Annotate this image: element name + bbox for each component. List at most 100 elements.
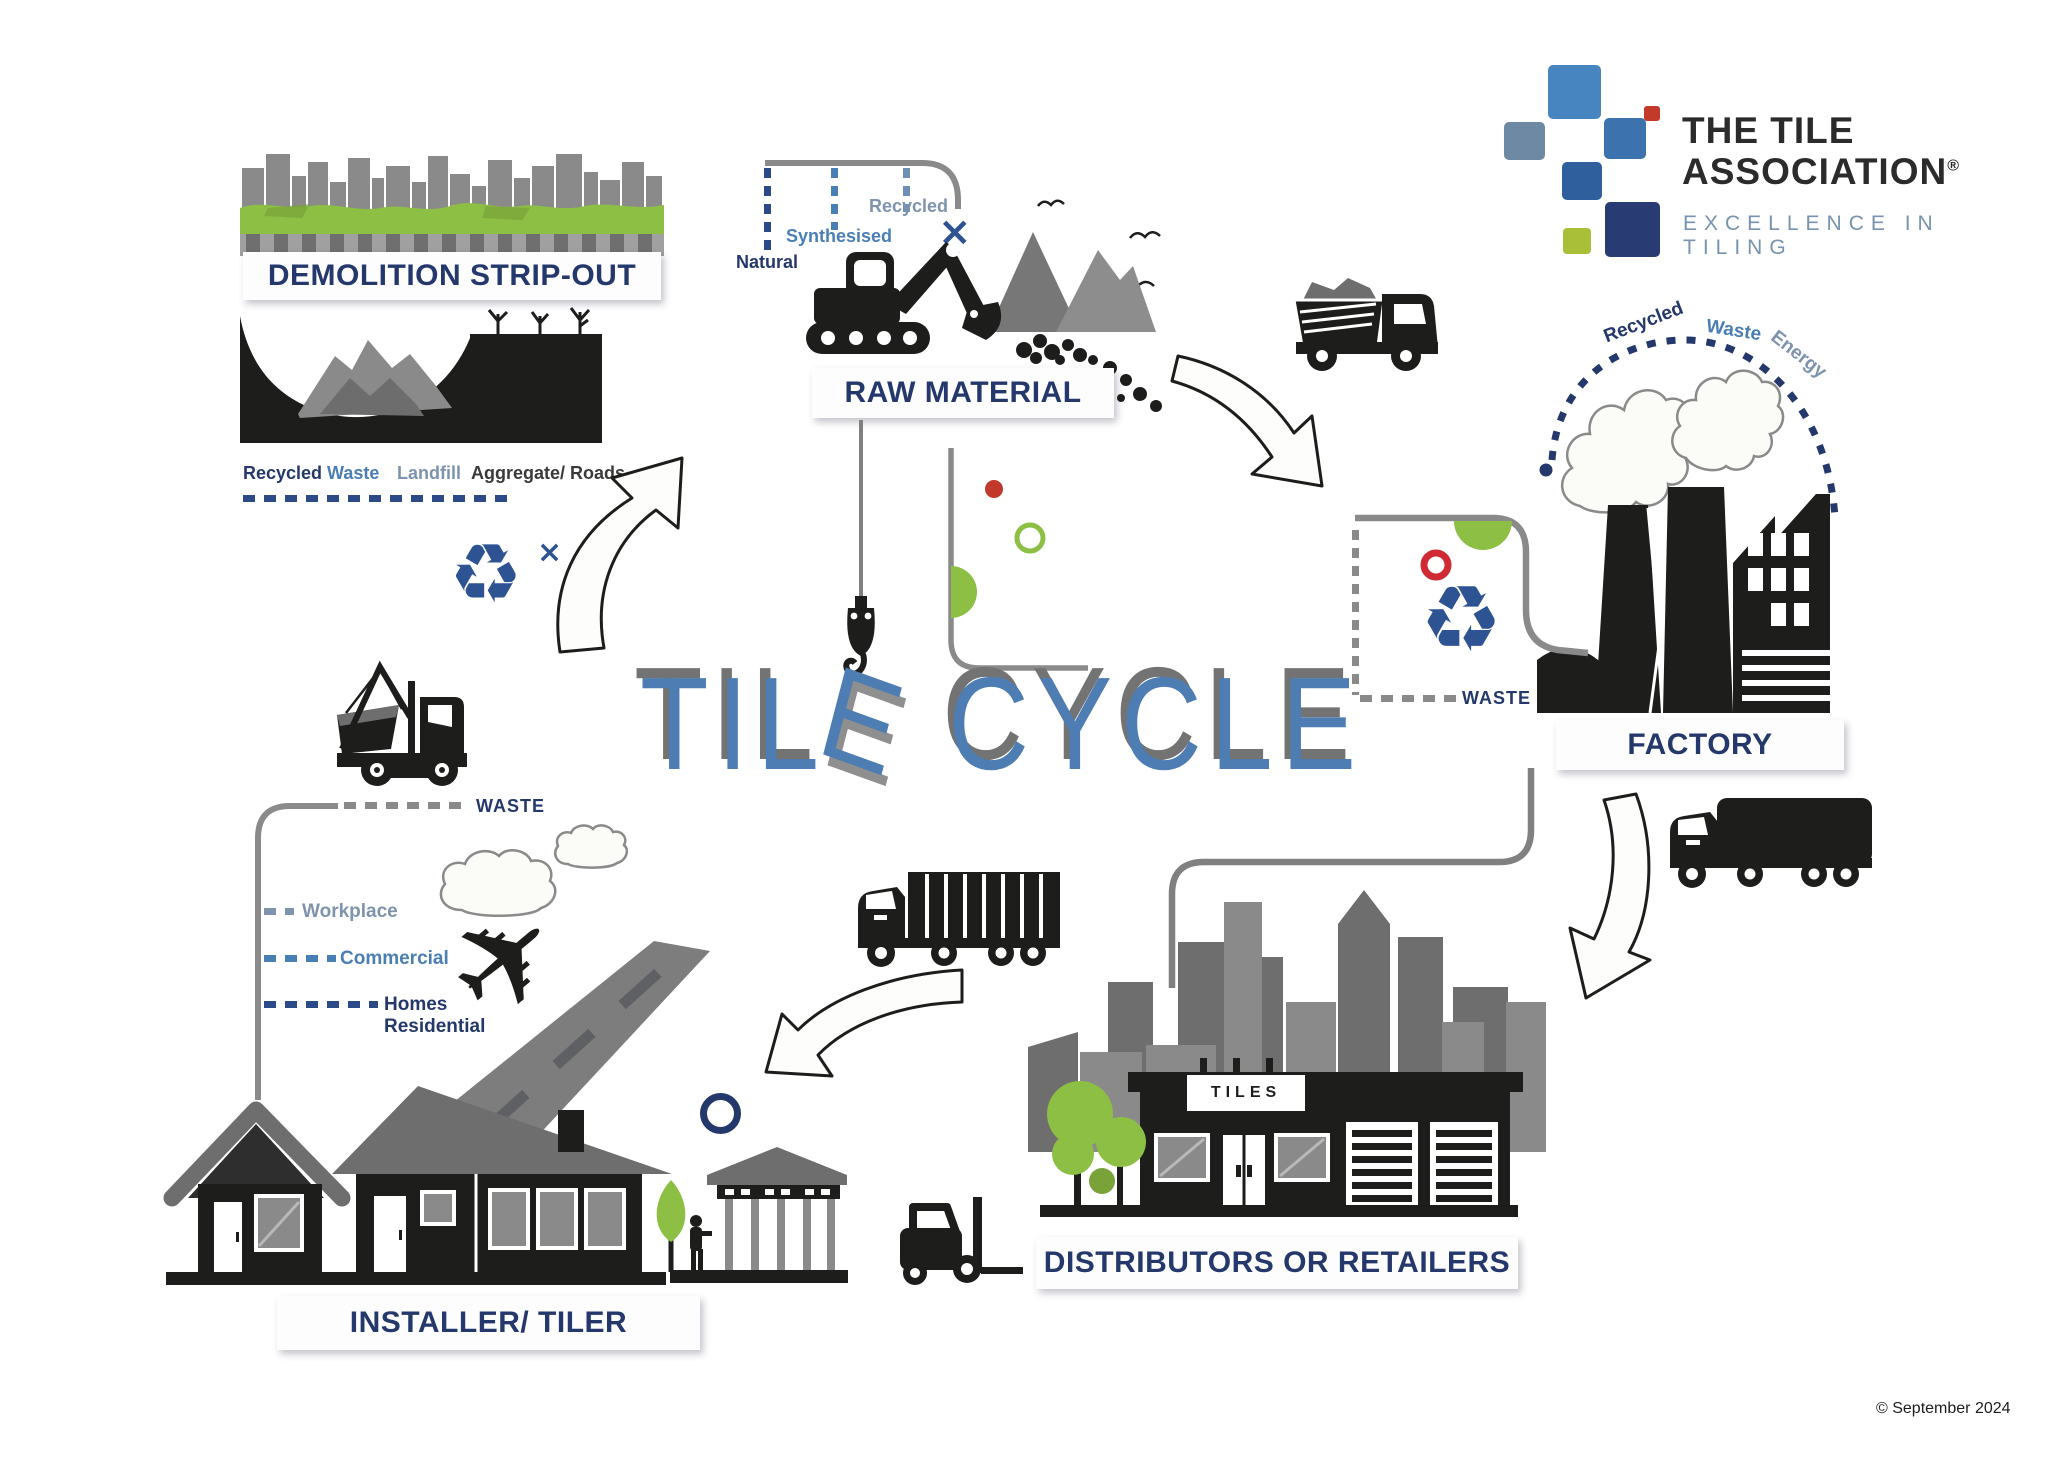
legend-waste: Waste <box>327 463 380 483</box>
crane-cable-and-hook <box>843 420 875 677</box>
installer-waste-dashed <box>344 802 466 809</box>
raw-material-label-text: RAW MATERIAL <box>844 376 1082 409</box>
factory-waste-dashed-v <box>1352 530 1359 695</box>
factory-waste-connector <box>1355 514 1589 657</box>
box-truck-icon <box>1670 798 1872 888</box>
natural-dashed-line <box>764 168 771 252</box>
homes-dashes <box>264 1001 378 1008</box>
factory-recycle-icon: ♻ <box>1420 566 1503 673</box>
arrow-raw-to-factory <box>1170 354 1324 488</box>
tile-association-logo: THE TILE ASSOCIATION® EXCELLENCE IN TILI… <box>1500 60 2000 260</box>
demolition-skyline-illustration <box>240 154 664 256</box>
installer-label: INSTALLER/ TILER <box>277 1296 700 1350</box>
hook-icon <box>843 596 875 677</box>
input-synthesised: Synthesised <box>786 226 893 246</box>
excavator-icon <box>806 242 1002 354</box>
house-icon-2 <box>332 1086 672 1272</box>
factory-label-text: FACTORY <box>1627 728 1773 761</box>
roller-shutter <box>1346 1122 1498 1215</box>
registered-mark: ® <box>1947 158 1961 176</box>
site-ground <box>670 1270 848 1283</box>
factory-to-distributors-line <box>1168 768 1535 988</box>
input-recycled: Recycled <box>869 196 949 216</box>
rubble-mound-dark <box>320 378 424 416</box>
road-band <box>240 234 664 256</box>
installer-waste-label: WASTE <box>476 796 546 816</box>
houses-illustration <box>163 1086 686 1285</box>
factory-windows <box>1748 533 1809 626</box>
tree-icon <box>1047 1081 1146 1207</box>
shop-windows <box>1154 1133 1330 1182</box>
landfill-ground <box>470 334 602 443</box>
factory-illustration <box>1537 336 1839 714</box>
dump-truck-icon <box>1292 278 1438 371</box>
distributors-label-text: DISTRIBUTORS OR RETAILERS <box>1043 1246 1511 1279</box>
truck-load <box>1302 278 1378 302</box>
shelter-icon <box>707 1147 847 1270</box>
destination-commercial: Commercial <box>340 948 449 969</box>
worker-icon <box>690 1215 712 1270</box>
recycle-icon: ♻ <box>449 527 523 622</box>
arc-start-dot <box>1539 463 1553 477</box>
mountain-icon <box>988 232 1080 332</box>
chimney-crack <box>1646 507 1662 714</box>
demolition-dashed-line <box>243 495 515 502</box>
tile-shop-icon <box>1040 1058 1523 1217</box>
tiles-shop-sign: TILES <box>1184 1072 1308 1114</box>
factory-waste-dashed-h <box>1360 695 1456 702</box>
shop-door <box>1223 1135 1265 1215</box>
commercial-dashes <box>264 955 336 962</box>
title-cycle: CYCLE <box>948 650 1365 797</box>
factory-label: FACTORY <box>1556 720 1844 770</box>
synthesised-dashed-line <box>831 168 838 230</box>
demolition-label: DEMOLITION STRIP-OUT <box>243 252 661 300</box>
distributors-illustration <box>1028 890 1546 1217</box>
raw-input-connector-line <box>765 160 961 209</box>
arrow-distributors-to-installer <box>764 968 964 1078</box>
factory-waste-label: WASTE <box>1462 688 1532 708</box>
ground <box>166 1272 666 1285</box>
factory-louvres <box>1742 650 1830 701</box>
logo-name: THE TILE ASSOCIATION® <box>1682 110 1960 193</box>
grass-shade <box>264 204 530 220</box>
mountain-icon-2 <box>1056 250 1156 332</box>
navy-ring <box>700 1093 741 1134</box>
legend-aggregate-roads: Aggregate/ Roads <box>471 463 626 483</box>
legend-landfill: Landfill <box>397 463 461 483</box>
cloud-icon-small <box>554 824 629 869</box>
workplace-dashes <box>264 908 294 915</box>
red-dot <box>985 480 1003 498</box>
cloud-icon <box>439 849 557 917</box>
destination-workplace: Workplace <box>302 901 398 922</box>
shop-ground <box>1040 1205 1518 1217</box>
raw-material-label: RAW MATERIAL <box>812 368 1114 418</box>
logo-tagline: EXCELLENCE IN TILING <box>1683 212 1940 259</box>
forklift-icon <box>900 1197 1023 1285</box>
destination-residential: Residential <box>384 1016 486 1037</box>
demolition-label-text: DEMOLITION STRIP-OUT <box>267 259 637 292</box>
title-til: TIL <box>640 650 828 797</box>
tree-icon-small <box>656 1180 686 1272</box>
landfill-illustration <box>240 307 602 443</box>
construction-site-illustration <box>670 1147 1023 1285</box>
no-recycle-x-icon: × <box>537 535 563 570</box>
house-icon-1 <box>163 1101 351 1272</box>
green-half-dot <box>1454 521 1512 550</box>
installer-waste-line <box>255 803 338 1100</box>
bare-trees-icon <box>487 307 591 334</box>
delivery-truck-icon <box>858 872 1060 967</box>
clay-mound <box>1537 648 1630 713</box>
smoke-cloud-icon <box>1560 369 1785 514</box>
recycled-dashed-line <box>903 168 910 212</box>
legend-recycled: Recycled <box>243 463 323 483</box>
copyright-note: © September 2024 <box>1876 1400 2011 1417</box>
grass-band <box>240 203 664 234</box>
logo-name-line2-row: ASSOCIATION® <box>1682 151 1960 192</box>
destination-homes: Homes <box>384 994 448 1015</box>
distributors-label: DISTRIBUTORS OR RETAILERS <box>1036 1237 1518 1289</box>
arrow-demolition-to-raw <box>556 456 684 654</box>
green-ring <box>1014 522 1046 554</box>
arrow-factory-to-distributors <box>1568 792 1652 1000</box>
installer-label-text: INSTALLER/ TILER <box>349 1306 628 1339</box>
